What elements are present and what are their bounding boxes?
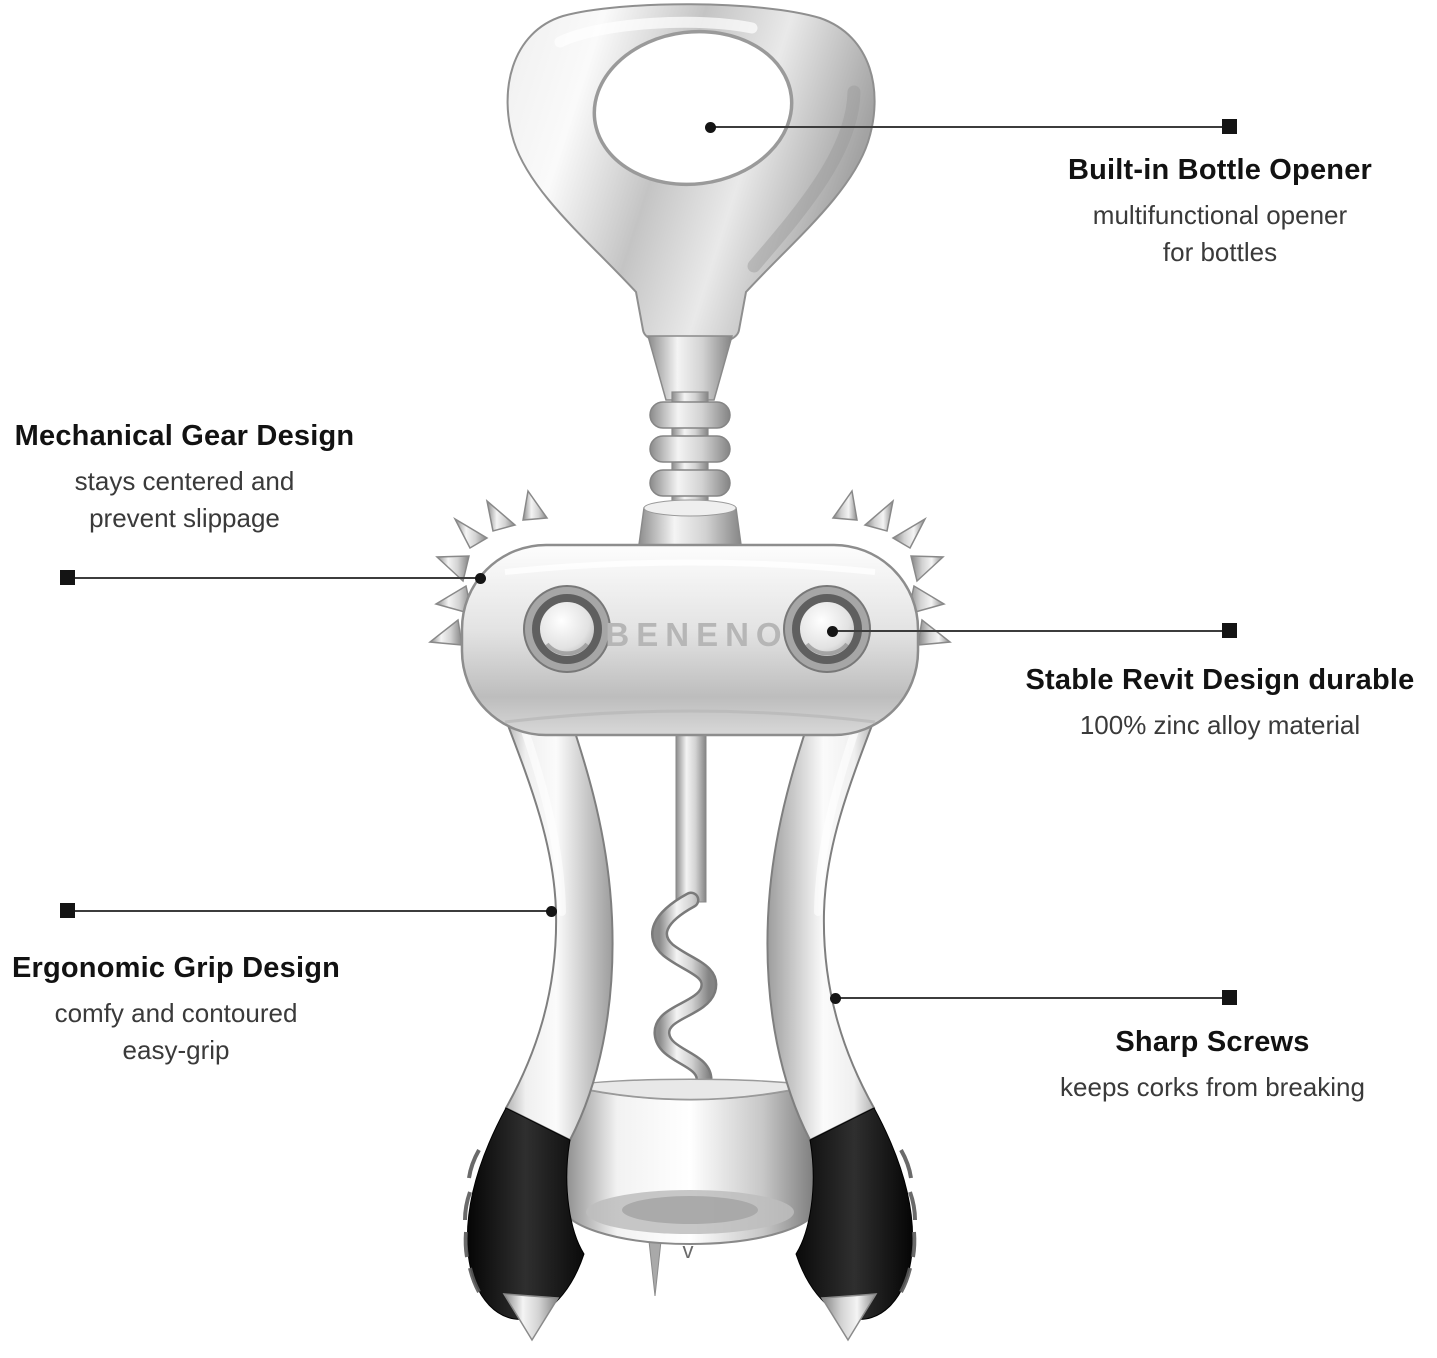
marker-dot-gear xyxy=(475,573,486,584)
lead-line-screws xyxy=(833,997,1222,999)
lead-line-rivet xyxy=(830,630,1222,632)
marker-square-bottle-opener xyxy=(1222,119,1237,134)
wing-lever-left xyxy=(463,670,614,1342)
rivet-left xyxy=(523,585,611,673)
callout-screws: Sharp Screws keeps corks from breaking xyxy=(1015,1024,1410,1106)
lead-line-bottle-opener xyxy=(710,126,1222,128)
wing-lever-right xyxy=(767,672,915,1340)
marker-dot-rivet xyxy=(827,626,838,637)
callout-bottle-opener-title: Built-in Bottle Opener xyxy=(1067,154,1373,186)
shaft-ring xyxy=(649,469,731,497)
callout-desc-line: keeps corks from breaking xyxy=(1060,1072,1365,1103)
lead-line-grip xyxy=(75,910,550,912)
gear-teeth-left xyxy=(428,489,549,646)
marker-dot-bottle-opener xyxy=(705,122,716,133)
callout-rivet-title: Stable Revit Design durable xyxy=(1025,664,1415,696)
callout-grip-desc: comfy and contoured easy-grip xyxy=(0,995,352,1069)
callout-gear-title: Mechanical Gear Design xyxy=(14,420,355,452)
callout-screws-desc: keeps corks from breaking xyxy=(1015,1069,1410,1106)
marker-dot-screws xyxy=(830,993,841,1004)
marker-square-gear xyxy=(60,570,75,585)
callout-gear-desc: stays centered and prevent slippage xyxy=(2,463,367,537)
callout-desc-line: easy-grip xyxy=(122,1035,230,1066)
callout-desc-line: 100% zinc alloy material xyxy=(1079,710,1361,741)
tip-mark: v xyxy=(683,1238,694,1263)
wing-foot xyxy=(502,1293,560,1342)
marker-square-grip xyxy=(60,903,75,918)
shaft-ring xyxy=(649,435,731,463)
grip-rubber xyxy=(466,1107,585,1320)
callout-desc-line: stays centered and xyxy=(74,466,295,497)
callout-rivet-desc: 100% zinc alloy material xyxy=(1005,707,1435,744)
callout-desc-line: multifunctional opener xyxy=(1092,200,1348,231)
callout-desc-line: prevent slippage xyxy=(89,503,280,534)
screw-spiral xyxy=(653,894,715,1103)
brand-logo: BENENO xyxy=(605,616,788,653)
head-highlight xyxy=(554,16,758,48)
callout-grip-title: Ergonomic Grip Design xyxy=(11,952,341,984)
marker-square-rivet xyxy=(1222,623,1237,638)
callout-screws-title: Sharp Screws xyxy=(1115,1026,1310,1058)
callout-rivet: Stable Revit Design durable 100% zinc al… xyxy=(1005,662,1435,744)
bottle-opener-head xyxy=(506,3,876,348)
callout-desc-line: for bottles xyxy=(1162,237,1278,268)
callout-grip: Ergonomic Grip Design comfy and contoure… xyxy=(0,950,352,1069)
callout-gear: Mechanical Gear Design stays centered an… xyxy=(2,418,367,537)
callout-bottle-opener-desc: multifunctional opener for bottles xyxy=(1030,197,1410,271)
callout-desc-line: comfy and contoured xyxy=(54,998,298,1029)
marker-square-screws xyxy=(1222,990,1237,1005)
callout-bottle-opener: Built-in Bottle Opener multifunctional o… xyxy=(1030,152,1410,271)
threaded-shaft xyxy=(637,335,743,553)
shaft-ring xyxy=(649,401,731,429)
lead-line-gear xyxy=(75,577,480,579)
bell-housing xyxy=(558,1078,822,1246)
opener-hole xyxy=(592,29,794,187)
head-shade xyxy=(747,85,861,273)
marker-dot-grip xyxy=(546,906,557,917)
grip-ridges xyxy=(463,1149,481,1293)
